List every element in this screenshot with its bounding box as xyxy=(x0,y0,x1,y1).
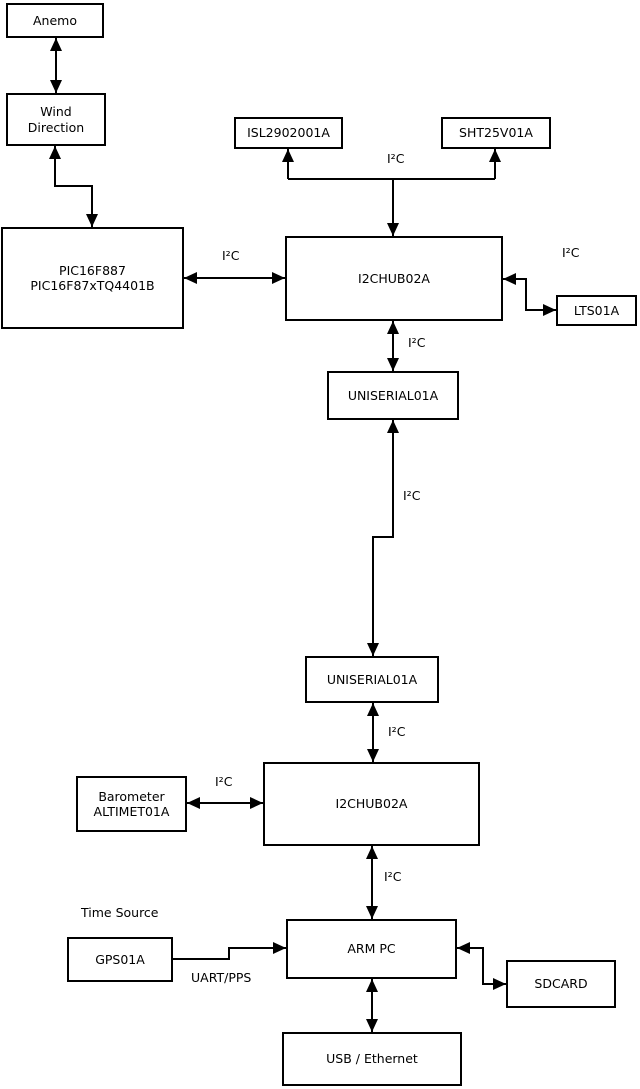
node-isl2902001a: ISL2902001A xyxy=(234,117,343,149)
node-label: SHT25V01A xyxy=(459,125,533,141)
edge-label-i2c-uniserial-link: I²C xyxy=(403,488,421,503)
node-gps01a: GPS01A xyxy=(67,937,173,982)
edge-label-i2c-barometer-hub2: I²C xyxy=(215,774,233,789)
node-label: UNISERIAL01A xyxy=(326,671,418,687)
node-label: ISL2902001A xyxy=(247,125,330,141)
node-label: USB / Ethernet xyxy=(326,1051,418,1067)
edge-label-i2c-uniserial2-hub2: I²C xyxy=(388,724,406,739)
node-wind-direction: Wind Direction xyxy=(6,93,106,146)
node-uniserial01a-lower: UNISERIAL01A xyxy=(305,656,439,703)
node-label: I2CHUB02A xyxy=(335,796,408,812)
node-barometer-altimet01a: Barometer ALTIMET01A xyxy=(76,776,187,832)
node-label-line2: ALTIMET01A xyxy=(93,804,170,819)
node-label: GPS01A xyxy=(95,951,145,967)
node-i2chub02a-lower: I2CHUB02A xyxy=(263,762,480,846)
connector-uniserial1-uniserial2 xyxy=(367,420,399,656)
edge-label-i2c-hub2-armpc: I²C xyxy=(384,869,402,884)
connector-wind-pic xyxy=(49,146,98,227)
node-label: SDCARD xyxy=(534,976,588,992)
edge-label-i2c-isl-sht: I²C xyxy=(387,151,405,166)
node-label: UNISERIAL01A xyxy=(347,387,439,403)
node-label-line2: Direction xyxy=(27,119,85,135)
node-sdcard: SDCARD xyxy=(506,960,616,1008)
edge-label-i2c-pic-hub1: I²C xyxy=(222,248,240,263)
node-uniserial01a-upper: UNISERIAL01A xyxy=(327,371,459,420)
node-label-line1: PIC16F887 xyxy=(59,262,126,278)
node-label: Anemo xyxy=(33,12,77,28)
node-lts01a: LTS01A xyxy=(556,295,637,326)
edge-label-i2c-lts: I²C xyxy=(562,245,580,260)
edge-label-uart-pps: UART/PPS xyxy=(191,970,252,985)
node-label-line1: Barometer xyxy=(98,788,165,804)
node-usb-ethernet: USB / Ethernet xyxy=(282,1032,462,1086)
connector-hub1-lts xyxy=(503,273,556,316)
node-label: ARM PC xyxy=(347,941,396,957)
node-label: LTS01A xyxy=(573,302,620,318)
node-pic16f887: PIC16F887 PIC16F87xTQ4401B xyxy=(1,227,184,329)
edge-label-time-source: Time Source xyxy=(81,905,159,920)
node-label: I2CHUB02A xyxy=(358,270,430,286)
connector-gps-armpc xyxy=(173,942,286,960)
connector-armpc-sdcard xyxy=(457,942,506,990)
node-sht25v01a: SHT25V01A xyxy=(441,117,551,149)
node-arm-pc: ARM PC xyxy=(286,919,457,979)
node-anemo: Anemo xyxy=(6,3,104,38)
node-i2chub02a-upper: I2CHUB02A xyxy=(285,236,503,321)
node-label-line2: PIC16F87xTQ4401B xyxy=(30,278,155,293)
edge-label-i2c-hub1-uniserial1: I²C xyxy=(408,335,426,350)
node-label-line1: Wind xyxy=(40,104,72,120)
